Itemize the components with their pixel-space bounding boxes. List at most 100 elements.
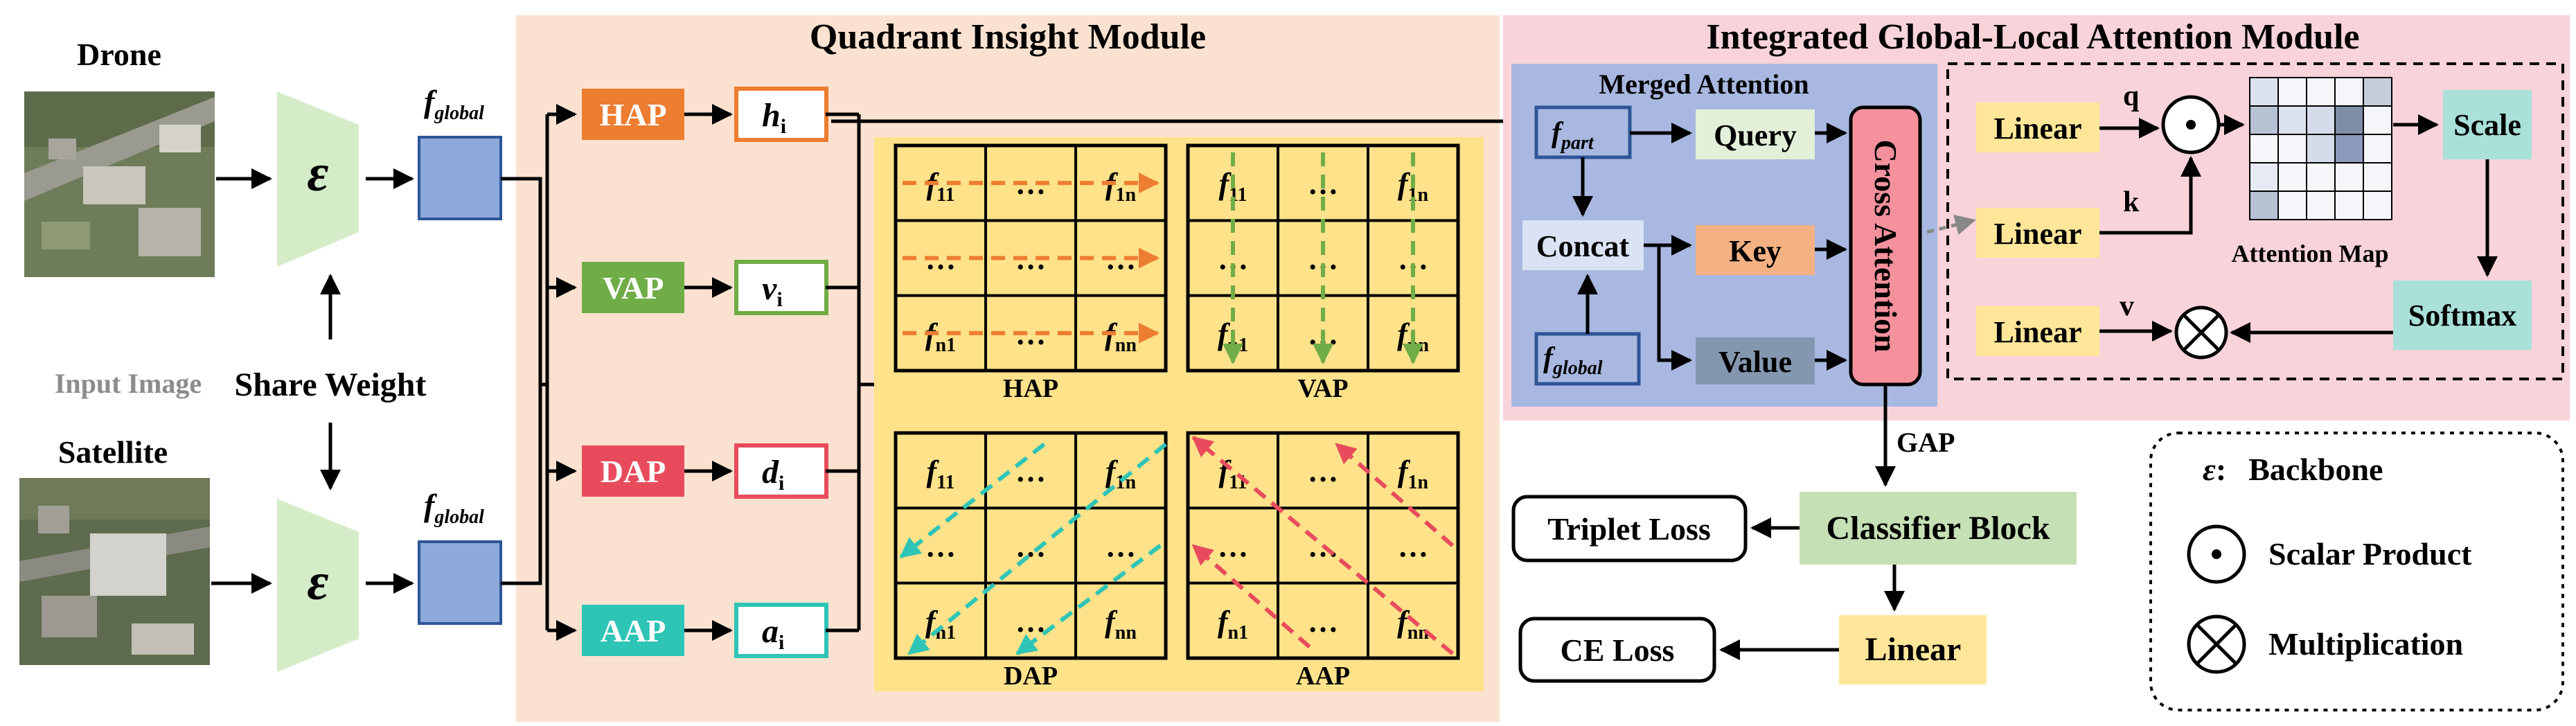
drone-encoder: ε — [277, 91, 359, 267]
qim-title: Quadrant Insight Module — [810, 17, 1206, 57]
pooling-grid: f11…f1n………fn1…fnn — [1186, 143, 1460, 373]
grid-cell-label: fn1 — [1218, 605, 1248, 644]
pooling-grid: f11…f1n………fn1…fnn — [894, 431, 1168, 660]
pool-box — [582, 262, 684, 313]
pool-box — [582, 445, 684, 497]
pooling-arrow — [907, 442, 1167, 655]
grid-cell-label: … — [1015, 454, 1046, 488]
fglobal-box — [1534, 332, 1641, 386]
key-box — [1696, 225, 1815, 275]
ce-loss-box — [1518, 617, 1716, 683]
value-label: Value — [1718, 345, 1792, 379]
grid-cell-label: f1n — [1398, 454, 1429, 493]
legend: ε:Backbone Scalar Product Multiplication — [2149, 432, 2564, 711]
encoder-symbol: ε — [307, 553, 328, 611]
grid-label: DAP — [1004, 662, 1058, 691]
query-box — [1696, 109, 1815, 159]
merged-attention-title: Merged Attention — [1599, 69, 1809, 100]
fglobal-label: fglobal — [1543, 342, 1603, 379]
attention-cell — [2306, 77, 2336, 107]
attention-cell — [2334, 191, 2364, 220]
satellite-label: Satellite — [58, 434, 168, 470]
gap-label: GAP — [1897, 427, 1955, 458]
feature-label: vi — [762, 270, 783, 311]
attention-cell — [2306, 162, 2336, 192]
grid-cell-label: … — [1015, 605, 1046, 639]
classifier-label: Classifier Block — [1826, 510, 2050, 547]
attention-cell — [2363, 191, 2392, 220]
scalar-product-dot — [2212, 549, 2221, 559]
pooling-arrow — [1191, 436, 1455, 655]
classifier-block — [1800, 492, 2077, 565]
attention-cell — [2306, 105, 2336, 135]
legend-scalar: Scalar Product — [2268, 536, 2472, 572]
grid-label: HAP — [1003, 374, 1058, 403]
iglam-title: Integrated Global-Local Attention Module — [1706, 17, 2359, 57]
merged-arrows — [1572, 123, 1847, 371]
iglam-module: Integrated Global-Local Attention Module… — [1503, 15, 2570, 420]
ce-loss-label: CE Loss — [1561, 632, 1675, 668]
drone-image — [24, 91, 215, 277]
linear-k-box — [1976, 208, 2099, 258]
attention-cell — [2306, 191, 2336, 220]
attention-cell — [2249, 162, 2279, 192]
legend-multiplication: Multiplication — [2268, 626, 2463, 662]
feature-box — [734, 87, 828, 142]
satellite-global-feature — [418, 540, 502, 625]
attention-cell — [2334, 162, 2364, 192]
pooling-arrow — [1015, 544, 1162, 655]
grid-label: AAP — [1296, 662, 1350, 691]
attention-cell — [2363, 162, 2392, 192]
attention-cell — [2334, 77, 2364, 107]
attention-cell — [2277, 162, 2307, 192]
share-weight-label: Share Weight — [235, 366, 427, 403]
encoder-symbol: ε — [307, 144, 328, 202]
attention-cell — [2249, 191, 2279, 220]
attention-cell — [2249, 105, 2279, 135]
attention-cell — [2249, 77, 2279, 107]
pooling-grid: f11…f1n………fn1…fnn — [1186, 431, 1460, 660]
pool-box — [582, 89, 684, 140]
feature-bracket — [826, 112, 874, 632]
classifier-arrows — [1719, 517, 1905, 660]
grid-cell-label: … — [1398, 530, 1428, 564]
linear-box — [1839, 615, 1987, 684]
attention-cell — [2363, 105, 2392, 135]
satellite-encoder: ε — [277, 499, 359, 672]
attention-cell — [2277, 191, 2307, 220]
multiplication-icon — [2174, 306, 2228, 360]
cross-attention-label: Cross Attention — [1868, 139, 1903, 352]
classifier-section: GAP Classifier Block Triplet Loss Linear… — [1511, 384, 2077, 684]
fpart-label: fpart — [1552, 117, 1595, 154]
linear-label: Linear — [1865, 631, 1962, 668]
grid-cell-label: … — [1308, 605, 1338, 639]
attention-cell — [2363, 77, 2392, 107]
attention-cell — [2363, 134, 2392, 163]
grid-cell-label: fnn — [1105, 605, 1137, 644]
attention-map-label: Attention Map — [2232, 240, 2389, 267]
k-label: k — [2123, 186, 2140, 218]
attention-cell — [2334, 134, 2364, 163]
feature-label: ai — [762, 613, 784, 654]
pooling-grids: f11…f1n………fn1…fnnHAPf11…f1n………fn1…fnnVAP… — [894, 143, 1460, 691]
linear-q-box — [1976, 103, 2099, 152]
value-box — [1696, 337, 1815, 384]
scale-box — [2443, 90, 2532, 159]
drone-global-feature — [418, 136, 502, 220]
attention-cell — [2277, 105, 2307, 135]
input-image-label: Input Image — [55, 368, 202, 399]
pool-label: AAP — [601, 613, 666, 648]
pool-label: DAP — [601, 454, 666, 489]
attention-cell — [2277, 77, 2307, 107]
triplet-loss-label: Triplet Loss — [1547, 511, 1711, 547]
pooling-arrow — [1335, 442, 1455, 547]
grid-cell-label: f11 — [926, 167, 954, 206]
feature-box — [734, 260, 828, 315]
feature-box — [734, 443, 828, 499]
concat-box — [1522, 220, 1644, 270]
scalar-product-dot — [2186, 120, 2196, 130]
softmax-box — [2393, 281, 2532, 350]
